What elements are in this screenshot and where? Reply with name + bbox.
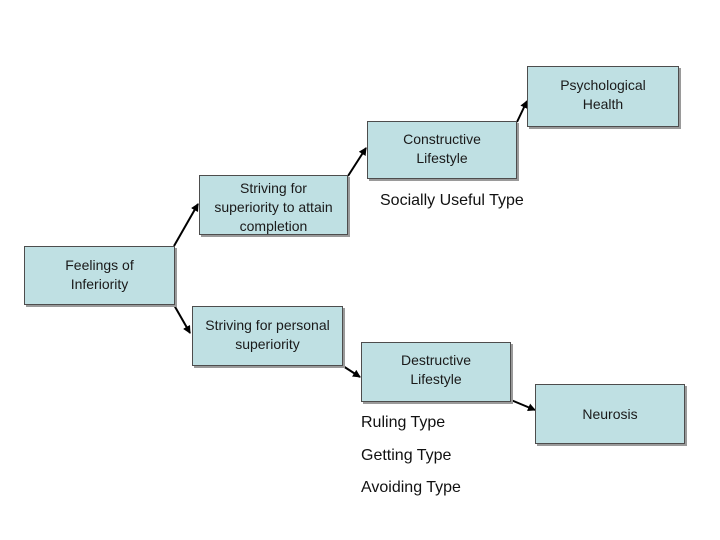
node-neurosis: Neurosis [535, 384, 685, 444]
node-destructive-lifestyle: Destructive Lifestyle [361, 342, 511, 402]
connector-inferiority-to-striving-personal [173, 304, 191, 334]
node-constructive-lifestyle: Constructive Lifestyle [367, 121, 517, 179]
connector-striving-personal-to-destructive [342, 365, 361, 378]
connector-inferiority-to-striving-completion [173, 203, 199, 247]
node-psychological-health: Psychological Health [527, 66, 679, 127]
node-striving-personal-superiority: Striving for personal superiority [192, 306, 343, 366]
label-avoiding-type: Avoiding Type [361, 479, 461, 496]
node-striving-superiority-completion: Striving for superiority to attain compl… [199, 175, 348, 235]
node-feelings-of-inferiority: Feelings of Inferiority [24, 246, 175, 305]
connector-destructive-to-neurosis [510, 399, 536, 411]
label-getting-type: Getting Type [361, 447, 452, 464]
label-ruling-type: Ruling Type [361, 414, 446, 431]
connector-striving-completion-to-constructive [347, 147, 367, 177]
label-socially-useful-type: Socially Useful Type [380, 192, 524, 209]
connector-constructive-to-health [516, 100, 528, 123]
